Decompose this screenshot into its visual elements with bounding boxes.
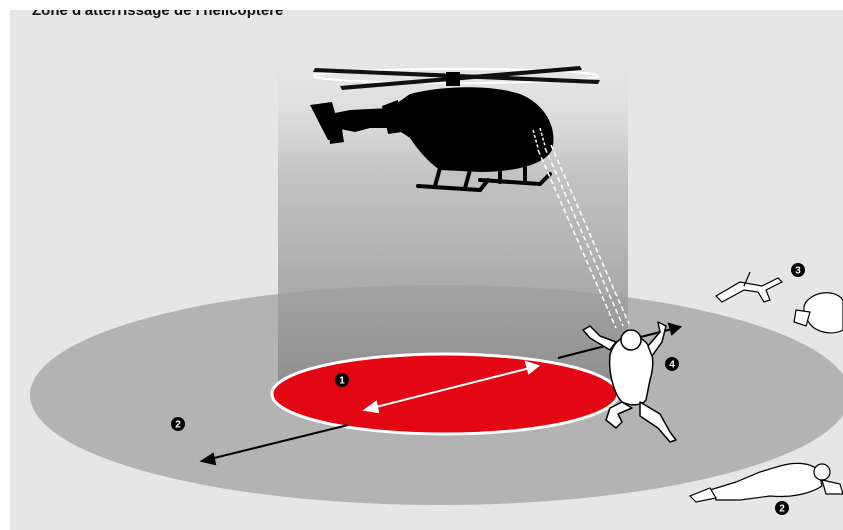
diagram-panel: 1 2 3 4 2 Zone d'atterrissage de l'hélic… [10, 10, 843, 530]
svg-text:2: 2 [779, 504, 785, 515]
diagram-title: Zone d'atterrissage de l'hélicoptère [32, 10, 283, 19]
svg-text:2: 2 [175, 420, 181, 431]
landing-pad [272, 354, 618, 434]
debris-icon [716, 272, 782, 302]
marker-safety-perimeter: 2 [171, 417, 185, 431]
marker-marshaller: 4 [665, 357, 679, 371]
svg-text:1: 1 [339, 376, 345, 387]
svg-text:4: 4 [669, 360, 675, 371]
backpack-icon [794, 293, 843, 333]
marker-debris: 3 [791, 263, 805, 277]
svg-text:3: 3 [795, 266, 801, 277]
marker-victim: 2 [775, 501, 789, 515]
marker-landing-zone: 1 [335, 373, 349, 387]
landing-zone-scene: 1 2 3 4 2 [10, 10, 843, 530]
